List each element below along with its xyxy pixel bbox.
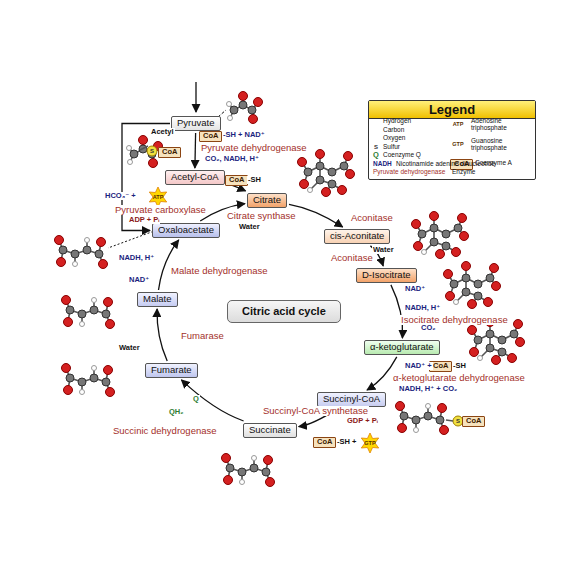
annotation-label: -SH: [452, 362, 467, 370]
metabolite-box: Oxaloacetate: [152, 223, 220, 238]
node-text: Citric acid cycle: [242, 305, 326, 318]
annotation-label: NADH, H⁺: [404, 304, 441, 312]
node-text: cis-Aconitate: [330, 231, 384, 242]
reaction-arrow: [157, 309, 167, 361]
enzyme-label: Malate dehydrogenase: [170, 266, 269, 276]
node-text: Succinyl-CoA: [323, 394, 380, 405]
node-text: CoA: [162, 148, 177, 157]
coenzyme-a-box: CoA: [225, 175, 248, 186]
annotation-label: Q: [192, 395, 200, 403]
node-text: Oxaloacetate: [158, 225, 214, 236]
coenzyme-a-box: CoA: [158, 147, 181, 158]
annotation-label: NADH, H⁺ + CO₂: [398, 385, 458, 393]
annotation-label: S: [455, 418, 461, 425]
annotation-label: Water: [372, 246, 395, 254]
annotation-label: NADH: [372, 160, 393, 167]
enzyme-label: α-ketoglutarate dehydrogenase: [392, 373, 526, 383]
metabolite-box: cis-Aconitate: [324, 229, 390, 244]
metabolite-box: Malate: [137, 292, 178, 307]
enzyme-label: Aconitase: [330, 253, 374, 263]
annotation-label: NADH, H⁺: [118, 254, 155, 262]
annotation-label: GDP + Pᵢ: [346, 417, 379, 425]
coenzyme-a-box: CoA: [462, 416, 485, 427]
annotation-label: NAD⁺ +: [404, 362, 433, 370]
node-text: Succinate: [249, 425, 291, 436]
annotation-label: Pyruvate dehydrogenase: [372, 168, 446, 175]
node-text: Fumarate: [151, 365, 192, 376]
annotation-label: NAD⁺: [128, 276, 150, 284]
metabolite-box: Acetyl-CoA: [165, 170, 225, 185]
node-text: Pyruvate: [177, 118, 215, 129]
annotation-label: ATP: [152, 194, 165, 200]
coenzyme-a-box: CoA: [199, 131, 222, 142]
node-text: CoA: [229, 176, 244, 185]
annotation-label: CO₂, NADH, H⁺: [204, 155, 260, 163]
annotation-label: -SH: [247, 176, 262, 184]
legend-text: Coenzyme Q: [383, 152, 421, 159]
annotation-label: ATP: [452, 121, 465, 127]
legend-text: Enzyme: [452, 169, 475, 176]
metabolite-box: Pyruvate: [171, 116, 221, 131]
annotation-label: GTP: [363, 440, 376, 446]
legend-text: Sulfur: [383, 144, 400, 151]
node-text: Citrate: [253, 195, 281, 206]
annotation-label: GTP: [451, 141, 464, 147]
annotation-label: ADP + Pᵢ: [128, 216, 160, 224]
node-text: CoA: [317, 438, 332, 447]
enzyme-label: Isocitrate dehydrogenase: [400, 315, 509, 325]
legend-text: Guanosine triphosphate: [471, 138, 529, 152]
node-text: CoA: [203, 132, 218, 141]
metabolite-box: Succinate: [243, 423, 297, 438]
annotation-label: S: [149, 148, 155, 155]
annotation-label: -SH +: [336, 438, 357, 446]
coenzyme-a-box: CoA: [313, 437, 336, 448]
legend-text: Oxygen: [383, 135, 405, 142]
cycle-title-box: Citric acid cycle: [227, 300, 341, 323]
metabolite-box: Succinyl-CoA: [317, 392, 386, 407]
metabolite-box: α-ketoglutarate: [364, 340, 440, 355]
legend-text: Adenosine triphosphate: [471, 118, 529, 132]
annotation-label: S: [373, 144, 379, 151]
legend-text: Coenzyme A: [475, 160, 512, 167]
legend-text: Hydrogen: [383, 118, 411, 125]
enzyme-label: Citrate synthase: [226, 211, 297, 221]
annotation-label: NAD⁺: [404, 285, 426, 293]
enzyme-label: Pyruvate dehydrogenase: [200, 143, 308, 153]
node-text: Legend: [369, 101, 535, 119]
node-text: CoA: [433, 362, 448, 371]
metabolite-box: Fumarate: [145, 363, 198, 378]
reaction-arrow: [181, 380, 243, 421]
enzyme-label: Pyruvate carboxylase: [114, 205, 207, 215]
node-text: Acetyl-CoA: [171, 172, 219, 183]
legend-text: Carbon: [383, 127, 404, 134]
enzyme-label: Aconitase: [350, 213, 394, 223]
node-text: α-ketoglutarate: [370, 342, 434, 353]
metabolite-box: D-Isocitrate: [356, 268, 417, 283]
annotation-label: -SH + NAD⁺: [222, 131, 266, 139]
enzyme-label: Fumarase: [180, 331, 225, 341]
annotation-label: Acetyl: [150, 128, 175, 136]
metabolite-box: Citrate: [247, 193, 287, 208]
reaction-arrow: [194, 133, 196, 168]
annotation-label: Water: [118, 344, 141, 352]
annotation-label: QH₂: [168, 408, 185, 416]
reaction-arrow: [159, 240, 179, 290]
node-text: CoA: [466, 417, 481, 426]
node-text: Malate: [143, 294, 172, 305]
reaction-arrow: [391, 285, 403, 338]
annotation-label: Water: [238, 223, 261, 231]
enzyme-label: Succinic dehydrogenase: [112, 426, 218, 436]
reaction-arrow: [289, 204, 343, 227]
annotation-label: Q: [372, 151, 380, 159]
node-text: D-Isocitrate: [362, 270, 411, 281]
enzyme-label: Succinyl-CoA synthetase: [262, 406, 369, 416]
annotation-label: HCO₃⁻ +: [104, 192, 137, 200]
